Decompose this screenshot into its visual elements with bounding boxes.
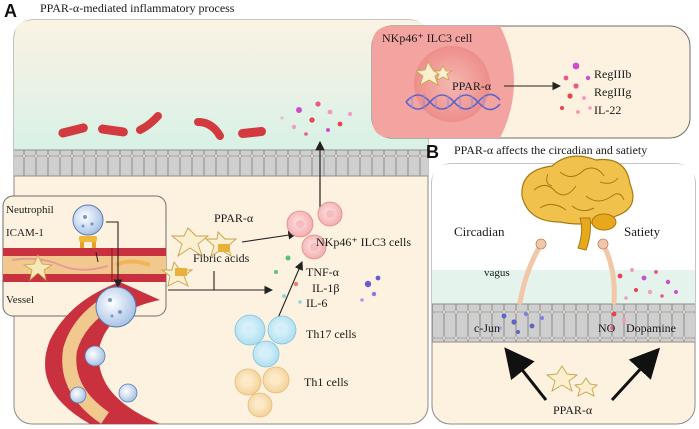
ilc3-inset: NKp46⁺ ILC3 cell PPAR-α RegIIIb RegIIIg … (371, 25, 691, 139)
inset-product-regiiib: RegIIIb (594, 67, 631, 81)
ppar-ligands (160, 227, 238, 287)
vagus-nerve-left (517, 243, 543, 305)
cytokine-il6: IL-6 (306, 296, 327, 310)
arrow-ligand-to-ilc3 (241, 230, 298, 243)
panel-b-letter: B (426, 142, 439, 162)
dopamine-label: Dopamine (626, 321, 676, 335)
fibric-acids-label: Fibric acids (193, 251, 250, 265)
th17-cells (234, 314, 297, 368)
ppar-label-a: PPAR-α (214, 211, 254, 225)
satiety-label: Satiety (624, 224, 661, 239)
vagus-label: vagus (484, 267, 510, 279)
migrating-neutrophil (95, 286, 137, 328)
panel-a: A PPAR-α-mediated inflammatory process (2, 1, 691, 425)
th1-label: Th1 cells (304, 375, 349, 389)
ilc3-nucleus (414, 46, 490, 122)
satiety-dots (617, 268, 678, 300)
panel-a-letter: A (4, 1, 17, 21)
epithelium-layer (14, 150, 428, 176)
arrow-th-to-cytokines (277, 260, 304, 319)
th1-cells (234, 366, 290, 418)
cjun-label: c-Jun (474, 321, 500, 335)
vessel-label: Vessel (6, 294, 34, 306)
inset-title: NKp46⁺ ILC3 cell (382, 31, 473, 45)
vessel-box: Neutrophil ICAM-1 Vessel (2, 195, 167, 424)
panel-b-epithelium (432, 304, 695, 342)
ilc3-cells (286, 201, 343, 260)
ilc3-cells-label: NKp46⁺ ILC3 cells (316, 235, 411, 249)
panel-a-title: PPAR-α-mediated inflammatory process (40, 1, 235, 15)
cytokine-il1b: IL-1β (312, 281, 339, 295)
cytokine-dots-tissue (274, 255, 381, 304)
th17-label: Th17 cells (306, 327, 357, 341)
cytokine-tnf: TNF-α (306, 265, 340, 279)
no-label: NO (598, 321, 616, 335)
circadian-label: Circadian (454, 224, 505, 239)
vagus-nerve-right (601, 243, 617, 305)
inset-product-regiiig: RegIIIg (594, 85, 631, 99)
panel-b: B PPAR-α affects the circadian and satie… (426, 142, 696, 425)
ppar-ligands-b (545, 365, 599, 397)
neutrophil-cell (72, 204, 104, 236)
inset-product-il22: IL-22 (594, 103, 621, 117)
brain-icon (521, 155, 634, 251)
inset-ppar-label: PPAR-α (452, 79, 492, 93)
ppar-label-b: PPAR-α (553, 403, 593, 417)
cjun-dots (498, 311, 544, 334)
icam-label: ICAM-1 (6, 227, 44, 239)
neutrophil-label: Neutrophil (6, 204, 54, 216)
no-dopamine-dots (610, 311, 626, 330)
arrow-ppar-to-circadian (504, 347, 548, 401)
bacteria (58, 112, 267, 140)
arrow-ppar-to-satiety (610, 347, 661, 402)
mucus-layer (14, 20, 428, 150)
panel-b-title: PPAR-α affects the circadian and satiety (454, 143, 647, 157)
cytokine-dots-lumen (280, 101, 352, 136)
